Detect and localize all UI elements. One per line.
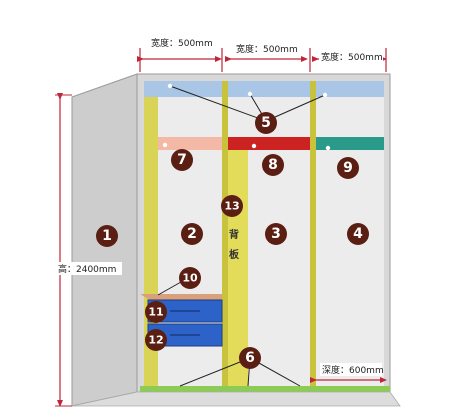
- shelf-left: [144, 137, 222, 150]
- divider-right: [310, 81, 316, 389]
- height-label-bg: [56, 262, 122, 275]
- leader-dots: [162, 83, 331, 151]
- badge-11: 11: [145, 301, 167, 323]
- shelf-right: [316, 137, 384, 150]
- height-label: 高：2400mm: [58, 263, 116, 275]
- badge-6: 6: [239, 347, 261, 369]
- badge-7: 7: [171, 149, 193, 171]
- svg-text:6: 6: [245, 350, 255, 366]
- badge-4: 4: [347, 223, 369, 245]
- back-panel-label-2: 板: [229, 248, 240, 261]
- divider-left: [222, 81, 228, 389]
- svg-text:2: 2: [187, 226, 197, 242]
- width-label-1: 宽度：500mm: [151, 37, 213, 49]
- svg-text:4: 4: [353, 226, 363, 242]
- width-label-bg-2: [233, 42, 301, 55]
- svg-text:13: 13: [224, 200, 239, 213]
- badge-1: 1: [96, 225, 118, 247]
- badge-2: 2: [181, 223, 203, 245]
- svg-text:12: 12: [148, 334, 163, 347]
- badge-3: 3: [265, 223, 287, 245]
- badge-10: 10: [179, 267, 201, 289]
- badge-8: 8: [262, 154, 284, 176]
- shelf-middle: [228, 137, 310, 150]
- width-label-bg-3: [319, 50, 383, 63]
- bottom-panel: [140, 386, 390, 394]
- top-panel-right: [316, 81, 384, 97]
- badge-12: 12: [145, 329, 167, 351]
- drawer-shelf-top: [140, 294, 222, 300]
- width-label-2: 宽度：500mm: [236, 43, 298, 55]
- badge-13: 13: [221, 195, 243, 217]
- depth-label-bg: [320, 363, 382, 376]
- floor-base: [71, 391, 401, 407]
- svg-text:7: 7: [177, 152, 187, 168]
- svg-text:11: 11: [148, 306, 163, 319]
- width-label-bg-1: [148, 36, 214, 49]
- badge-5: 5: [255, 112, 277, 134]
- top-panel-middle: [228, 81, 310, 97]
- back-panel-label-1: 背: [229, 228, 239, 241]
- svg-text:3: 3: [271, 226, 281, 242]
- depth-label: 深度：600mm: [322, 364, 384, 376]
- width-label-3: 宽度：500mm: [321, 51, 383, 63]
- badge-9: 9: [337, 157, 359, 179]
- top-panel-left: [144, 81, 222, 97]
- svg-text:5: 5: [261, 115, 271, 131]
- svg-text:1: 1: [102, 228, 112, 244]
- svg-text:10: 10: [182, 272, 198, 285]
- svg-text:8: 8: [268, 157, 278, 173]
- svg-text:9: 9: [343, 160, 353, 176]
